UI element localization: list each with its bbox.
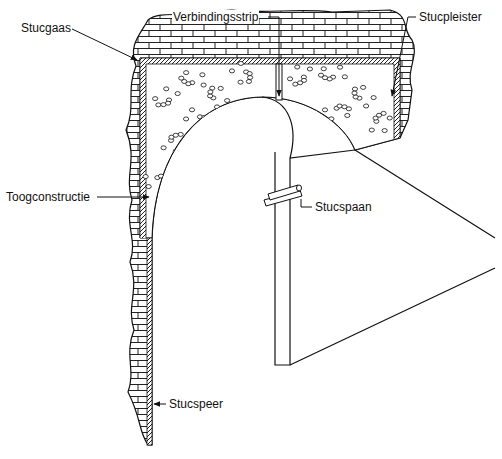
- mesh-hole: [156, 103, 161, 107]
- mesh-hole: [182, 138, 187, 142]
- mesh-hole: [387, 116, 392, 120]
- mesh-hole: [371, 96, 376, 100]
- mesh-hole: [322, 108, 327, 112]
- mesh-hole: [146, 185, 151, 189]
- mesh-holes: [143, 61, 392, 188]
- mesh-hole: [143, 175, 148, 179]
- mesh-hole: [173, 133, 178, 137]
- mesh-hole: [201, 83, 206, 87]
- jamb-bead: [147, 238, 152, 445]
- mesh-hole: [163, 176, 168, 180]
- mesh-hole: [364, 104, 369, 108]
- mesh-hole: [153, 97, 158, 101]
- mesh-hole: [158, 174, 163, 178]
- leader-lines: [70, 17, 416, 404]
- mesh-hole: [337, 104, 342, 108]
- mesh-hole: [342, 105, 347, 109]
- mesh-hole: [238, 80, 243, 84]
- mesh-hole: [164, 87, 169, 91]
- mesh-hole: [183, 117, 188, 121]
- part-label: Stucspeer: [168, 397, 224, 411]
- mesh-hole: [229, 69, 234, 73]
- mesh-hole: [178, 132, 183, 136]
- mesh-hole: [166, 179, 171, 183]
- mesh-hole: [352, 91, 357, 95]
- mesh-hole: [353, 95, 358, 99]
- mesh-hole: [189, 108, 194, 112]
- mesh-hole: [203, 123, 208, 127]
- part-label: Stucgaas: [20, 21, 72, 35]
- brick-wall: [126, 10, 414, 445]
- mesh-hole: [376, 113, 381, 117]
- mesh-hole: [196, 126, 201, 130]
- mesh-hole: [307, 67, 312, 71]
- part-label: Stucspaan: [314, 200, 373, 214]
- plaster-bead-outline: [140, 58, 400, 238]
- mesh-hole: [208, 94, 213, 98]
- mesh-hole: [238, 61, 243, 65]
- mesh-hole: [214, 105, 219, 109]
- mesh-hole: [342, 75, 347, 79]
- mesh-hole: [295, 65, 300, 69]
- part-label: Toogconstructie: [5, 190, 91, 204]
- mesh-hole: [247, 72, 252, 76]
- mesh-hole: [208, 90, 213, 94]
- mesh-hole: [298, 81, 303, 85]
- plaster-field: [140, 58, 400, 238]
- mesh-hole: [184, 71, 189, 75]
- mesh-hole: [161, 146, 166, 150]
- part-label: Verbindingsstrip: [172, 10, 259, 24]
- mesh-hole: [321, 67, 326, 71]
- right-pier: [275, 152, 290, 365]
- plaster-bead-edge: [143, 61, 397, 238]
- mesh-hole: [345, 113, 350, 117]
- mesh-hole: [203, 119, 208, 123]
- mesh-hole: [163, 185, 168, 189]
- mesh-hole: [225, 99, 230, 103]
- mesh-hole: [337, 65, 342, 69]
- mesh-hole: [182, 79, 187, 83]
- mesh-hole: [201, 116, 206, 120]
- mesh-hole: [287, 77, 292, 81]
- mesh-hole: [248, 76, 253, 80]
- part-label: Stucpleister: [418, 10, 483, 24]
- trowel: [264, 185, 302, 206]
- mesh-hole: [361, 85, 366, 89]
- arch-soffit: [262, 97, 355, 158]
- mesh-hole: [218, 86, 223, 90]
- mesh-hole: [161, 103, 166, 107]
- mesh-hole: [352, 87, 357, 91]
- mesh-hole: [329, 117, 334, 121]
- mesh-hole: [200, 73, 205, 77]
- right-wall: [290, 150, 495, 365]
- mesh-hole: [382, 129, 387, 133]
- mesh-hole: [369, 128, 374, 132]
- mesh-hole: [173, 149, 178, 153]
- mesh-hole: [246, 79, 251, 83]
- mesh-hole: [322, 76, 327, 80]
- mesh-hole: [175, 92, 180, 96]
